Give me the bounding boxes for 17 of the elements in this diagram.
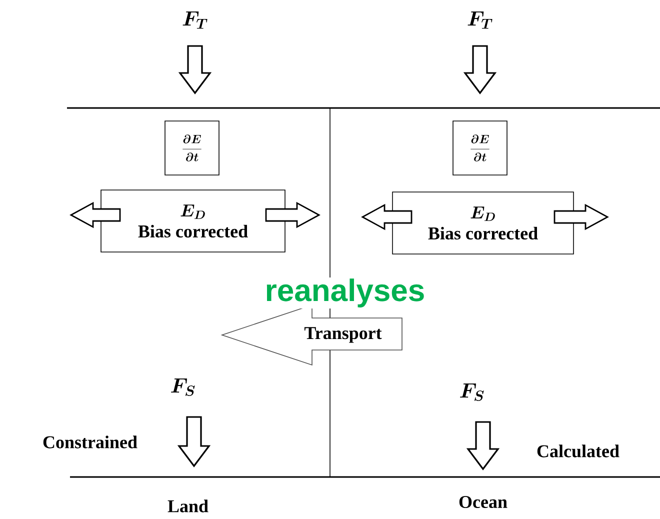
flux-symbol: $F_T$	[468, 11, 492, 29]
rate-box: $\frac{\partial E}{\partial t}$	[452, 120, 508, 176]
flux-symbol: $F_T$	[182, 11, 208, 29]
block-arrow	[70, 202, 121, 228]
flux-symbol: $F_S$	[171, 378, 195, 396]
rate-box: $\frac{\partial E}{\partial t}$	[164, 120, 220, 176]
energy-box: $E_D$ Bias corrected	[100, 190, 286, 252]
region-label: Constrained	[43, 436, 138, 448]
block-arrow	[554, 204, 609, 230]
region-label: Ocean	[459, 496, 508, 508]
overlay-label: reanalyses	[264, 278, 426, 308]
block-arrow	[265, 202, 320, 228]
block-arrow	[361, 204, 412, 230]
region-label: Calculated	[537, 444, 620, 458]
flux-symbol: $F_S$	[460, 383, 484, 401]
region-label: Land	[168, 500, 208, 512]
energy-box: $E_D$ Bias corrected	[392, 192, 574, 254]
